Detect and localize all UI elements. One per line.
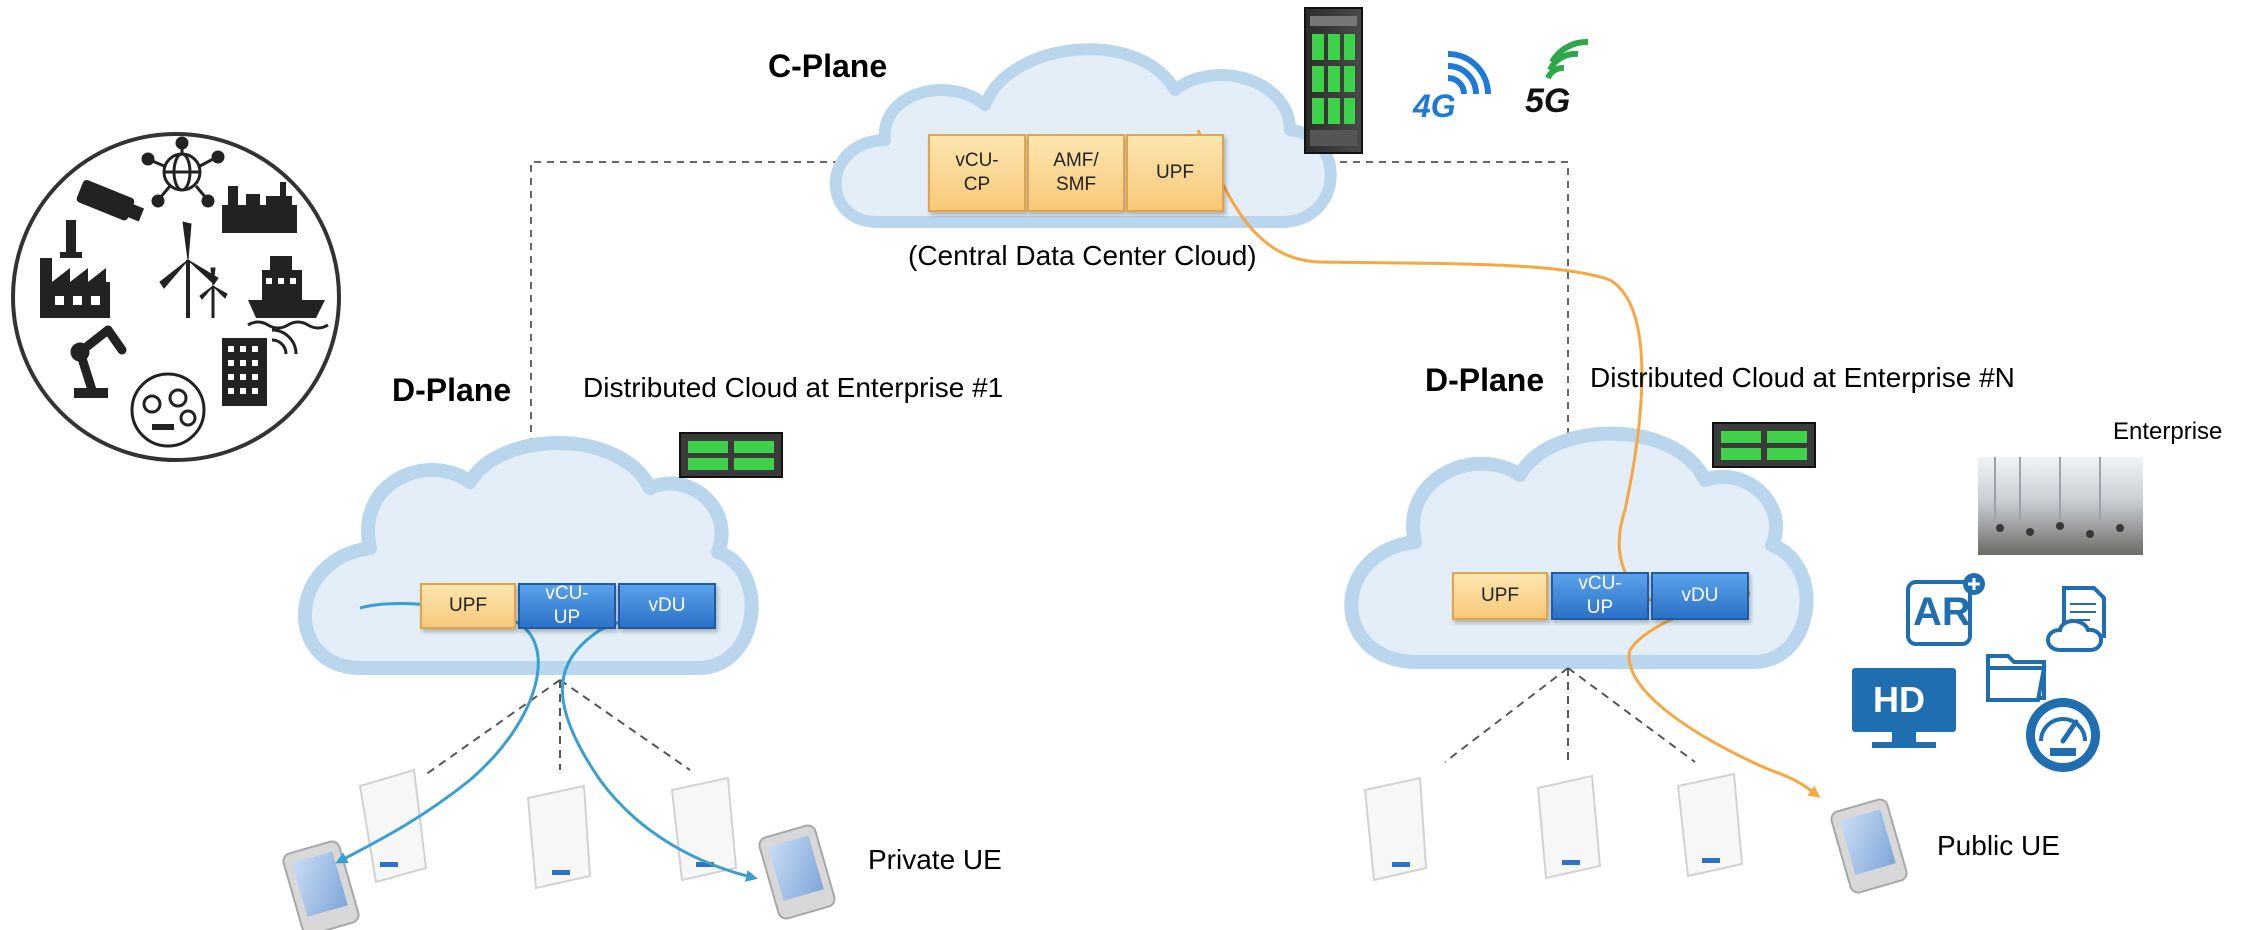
ar-icon: [1906, 573, 1985, 646]
function-label-line2: UP: [1586, 597, 1614, 618]
public-flow-line: [1196, 129, 1821, 798]
wind-turbine-icon: [159, 221, 228, 318]
enterprise-photo-icon: [1978, 457, 2143, 555]
factory-icon: [40, 258, 110, 318]
industry-circle-icon: [11, 132, 341, 462]
function-label-line2: CP: [963, 174, 991, 195]
function-label-line1: AMF/: [1053, 150, 1099, 172]
edge-server-icon: [679, 432, 783, 478]
ship-icon: [247, 256, 329, 330]
central-cloud-label: (Central Data Center Cloud): [908, 240, 1257, 271]
cpe-router-icon: [526, 784, 592, 890]
badge-hd-text: HD: [1873, 679, 1925, 720]
badge-4g-text: 4G: [1413, 88, 1456, 124]
enterprise-1-fan-links: [424, 679, 691, 776]
function-box-vdu-enterprise-1: vDU: [618, 583, 716, 629]
function-box-upf-enterprise-n: UPF: [1452, 572, 1548, 620]
public-flow: [1196, 129, 1821, 798]
function-box-vcu-up-enterprise-n: vCU-UP: [1551, 572, 1649, 620]
function-box-vcu-up-enterprise-1: vCU-UP: [518, 583, 616, 629]
function-box-amf-smf: AMF/SMF: [1027, 134, 1125, 212]
function-label-line2: UP: [553, 607, 581, 628]
robot-arm-icon: [70, 325, 127, 398]
smartphone-icon: [758, 824, 836, 920]
public-ue-label: Public UE: [1937, 830, 2060, 861]
enterprise-1-label: Distributed Cloud at Enterprise #1: [583, 372, 1004, 403]
function-box-upf-central: UPF: [1126, 134, 1224, 212]
enterprise-n-label: Distributed Cloud at Enterprise #N: [1590, 362, 2015, 393]
d-plane-label-n: D-Plane: [1425, 362, 1545, 398]
function-label-line1: UPF: [449, 595, 487, 617]
badge-5g-text: 5G: [1525, 82, 1571, 120]
cpe-router-icon: [670, 776, 738, 882]
cpe-router-icon: [1676, 772, 1744, 878]
cloud-document-icon: [2046, 586, 2106, 652]
oil-refinery-icon: [222, 182, 297, 233]
hd-monitor-icon: [1852, 668, 1956, 748]
enterprise-label: Enterprise: [2113, 418, 2223, 445]
server-rack-icon: [1304, 7, 1363, 154]
smart-building-icon: [222, 328, 298, 406]
function-label-line1: vCU-: [1578, 573, 1622, 595]
speedometer-icon: [2026, 698, 2100, 772]
cctv-camera-icon: [60, 179, 145, 258]
c-plane-label: C-Plane: [768, 48, 888, 84]
edge-server-icon: [1712, 422, 1816, 468]
function-label-line1: vCU-: [955, 150, 999, 172]
function-box-vdu-enterprise-n: vDU: [1651, 572, 1749, 620]
function-label-line2: SMF: [1055, 174, 1097, 195]
cpe-router-icon: [1536, 774, 1602, 880]
signal-5g-icon: [1545, 38, 1589, 80]
function-label-line1: UPF: [1481, 585, 1519, 607]
function-box-upf-enterprise-1: UPF: [420, 583, 516, 629]
function-label-line1: vCU-: [545, 583, 589, 605]
network-globe-icon: [141, 136, 225, 208]
private-ue-label: Private UE: [868, 844, 1002, 875]
function-label-line1: vDU: [648, 595, 686, 617]
cpe-router-icon: [1363, 776, 1428, 882]
function-label-line1: UPF: [1156, 162, 1194, 184]
d-plane-label-1: D-Plane: [392, 372, 512, 408]
cpe-router-icon: [358, 768, 428, 884]
smart-meter-icon: [130, 372, 206, 448]
signal-4g-icon: [1447, 51, 1491, 95]
enterprise-n-fan-links: [1444, 667, 1696, 763]
function-box-vcu-cp: vCU-CP: [928, 134, 1026, 212]
smartphone-icon: [282, 840, 360, 930]
function-label-line1: vDU: [1681, 585, 1719, 607]
folder-icon: [1986, 654, 2047, 702]
badge-ar-text: AR: [1913, 590, 1971, 634]
smartphone-icon: [1830, 798, 1908, 894]
cpe-routers: [358, 768, 1744, 890]
